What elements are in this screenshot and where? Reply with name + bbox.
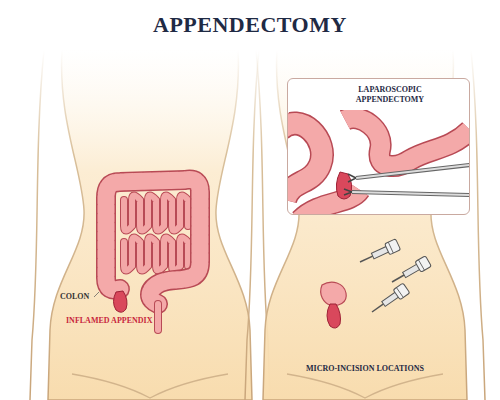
incision-label: MICRO-INCISION LOCATIONS [306, 364, 424, 374]
inset-box: LAPAROSCOPIC APPENDECTOMY [287, 78, 470, 215]
appendix-label: INFLAMED APPENDIX [66, 316, 152, 326]
diagram-title: APPENDECTOMY [153, 12, 347, 38]
inset-heading: LAPAROSCOPIC APPENDECTOMY [350, 85, 430, 104]
colon-label: COLON [60, 292, 89, 302]
